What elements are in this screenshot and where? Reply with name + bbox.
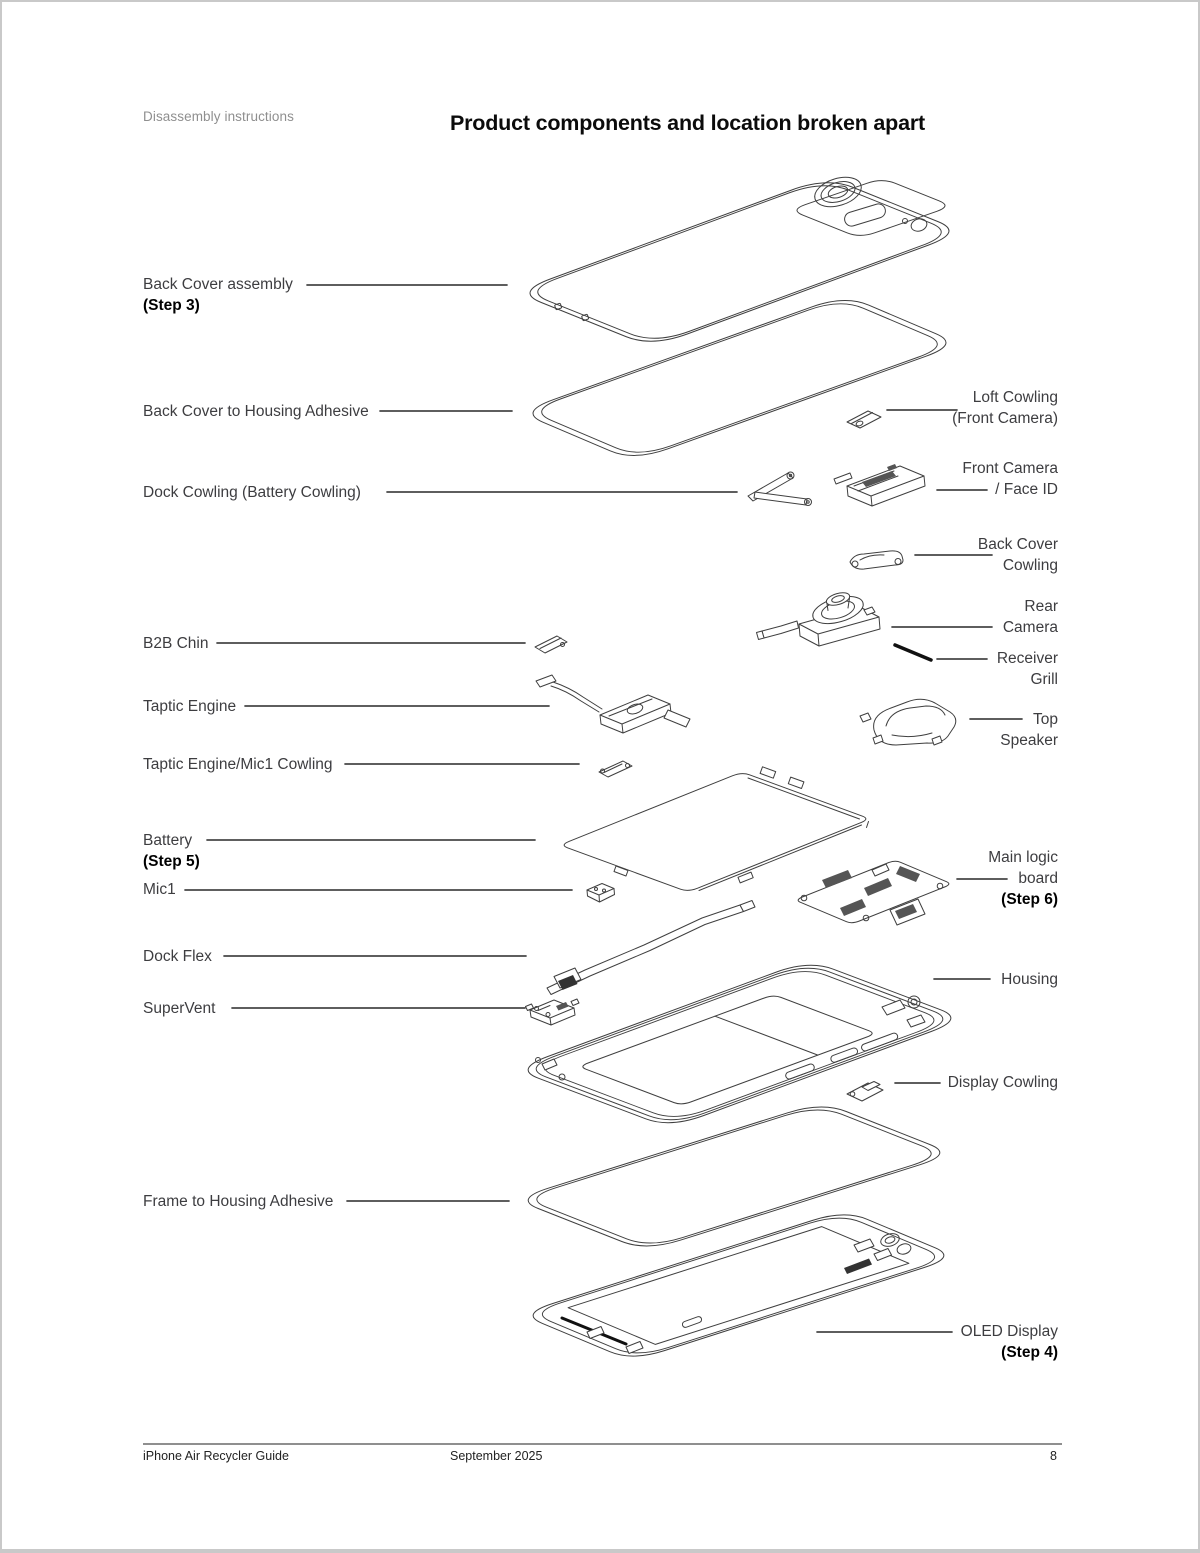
- label-back-cover-assembly: Back Cover assembly(Step 3): [143, 276, 293, 314]
- back-cover-adhesive-drawing: [532, 300, 947, 456]
- label-back-cover-adhesive: Back Cover to Housing Adhesive: [143, 403, 369, 420]
- housing-drawing: [527, 964, 952, 1124]
- label-supervent: SuperVent: [143, 1000, 216, 1017]
- b2b-chin-drawing: [534, 635, 568, 654]
- label-oled-display: OLED Display(Step 4): [960, 1323, 1058, 1361]
- page-title: Product components and location broken a…: [450, 111, 926, 135]
- footer-document-title: iPhone Air Recycler Guide: [143, 1449, 289, 1463]
- mic1-drawing: [586, 883, 615, 903]
- frame-adhesive-drawing: [527, 1106, 941, 1247]
- dock-cowling-drawing: [747, 471, 812, 506]
- label-receiver-grill: Receiver Grill: [996, 650, 1058, 688]
- back-cover-cowling-drawing: [849, 550, 904, 570]
- taptic-engine-drawing: [535, 674, 691, 734]
- label-rear-camera: Rear Camera: [1002, 598, 1058, 636]
- supervent-drawing: [525, 998, 580, 1026]
- label-b2b-chin: B2B Chin: [143, 635, 209, 652]
- label-housing: Housing: [1001, 971, 1058, 988]
- taptic-mic1-cowling-drawing: [598, 760, 633, 778]
- loft-cowling-drawing: [846, 410, 882, 429]
- label-loft-cowling: Loft Cowling (Front Camera): [952, 389, 1058, 427]
- label-display-cowling: Display Cowling: [947, 1074, 1058, 1091]
- label-main-logic-board: Main logic board(Step 6): [988, 849, 1058, 908]
- label-mic1: Mic1: [143, 881, 176, 898]
- running-header: Disassembly instructions: [143, 109, 294, 124]
- label-taptic-engine: Taptic Engine: [143, 698, 237, 715]
- top-speaker-drawing: [859, 698, 957, 746]
- main-logic-board-drawing: [797, 860, 950, 926]
- dock-flex-drawing: [546, 900, 756, 995]
- label-dock-cowling: Dock Cowling (Battery Cowling): [143, 484, 361, 501]
- label-top-speaker: Top Speaker: [1000, 711, 1058, 749]
- label-battery: Battery(Step 5): [143, 832, 200, 870]
- oled-display-drawing: [532, 1214, 945, 1357]
- rear-camera-drawing: [756, 592, 881, 647]
- footer-divider: [143, 1443, 1062, 1445]
- label-dock-flex: Dock Flex: [143, 948, 212, 965]
- front-camera-drawing: [833, 464, 926, 507]
- back-cover-assembly-drawing: [529, 176, 950, 342]
- receiver-grill-drawing: [893, 643, 933, 662]
- leader-lines: [184, 284, 1023, 1333]
- footer-page-number: 8: [1050, 1449, 1057, 1463]
- label-taptic-mic1-cowling: Taptic Engine/Mic1 Cowling: [143, 756, 333, 773]
- label-frame-adhesive: Frame to Housing Adhesive: [143, 1193, 334, 1210]
- label-back-cover-cowling: Back Cover Cowling: [977, 536, 1058, 574]
- battery-drawing: [563, 766, 869, 891]
- display-cowling-drawing: [846, 1081, 884, 1102]
- label-front-camera: Front Camera / Face ID: [962, 460, 1058, 498]
- footer-date: September 2025: [450, 1449, 543, 1463]
